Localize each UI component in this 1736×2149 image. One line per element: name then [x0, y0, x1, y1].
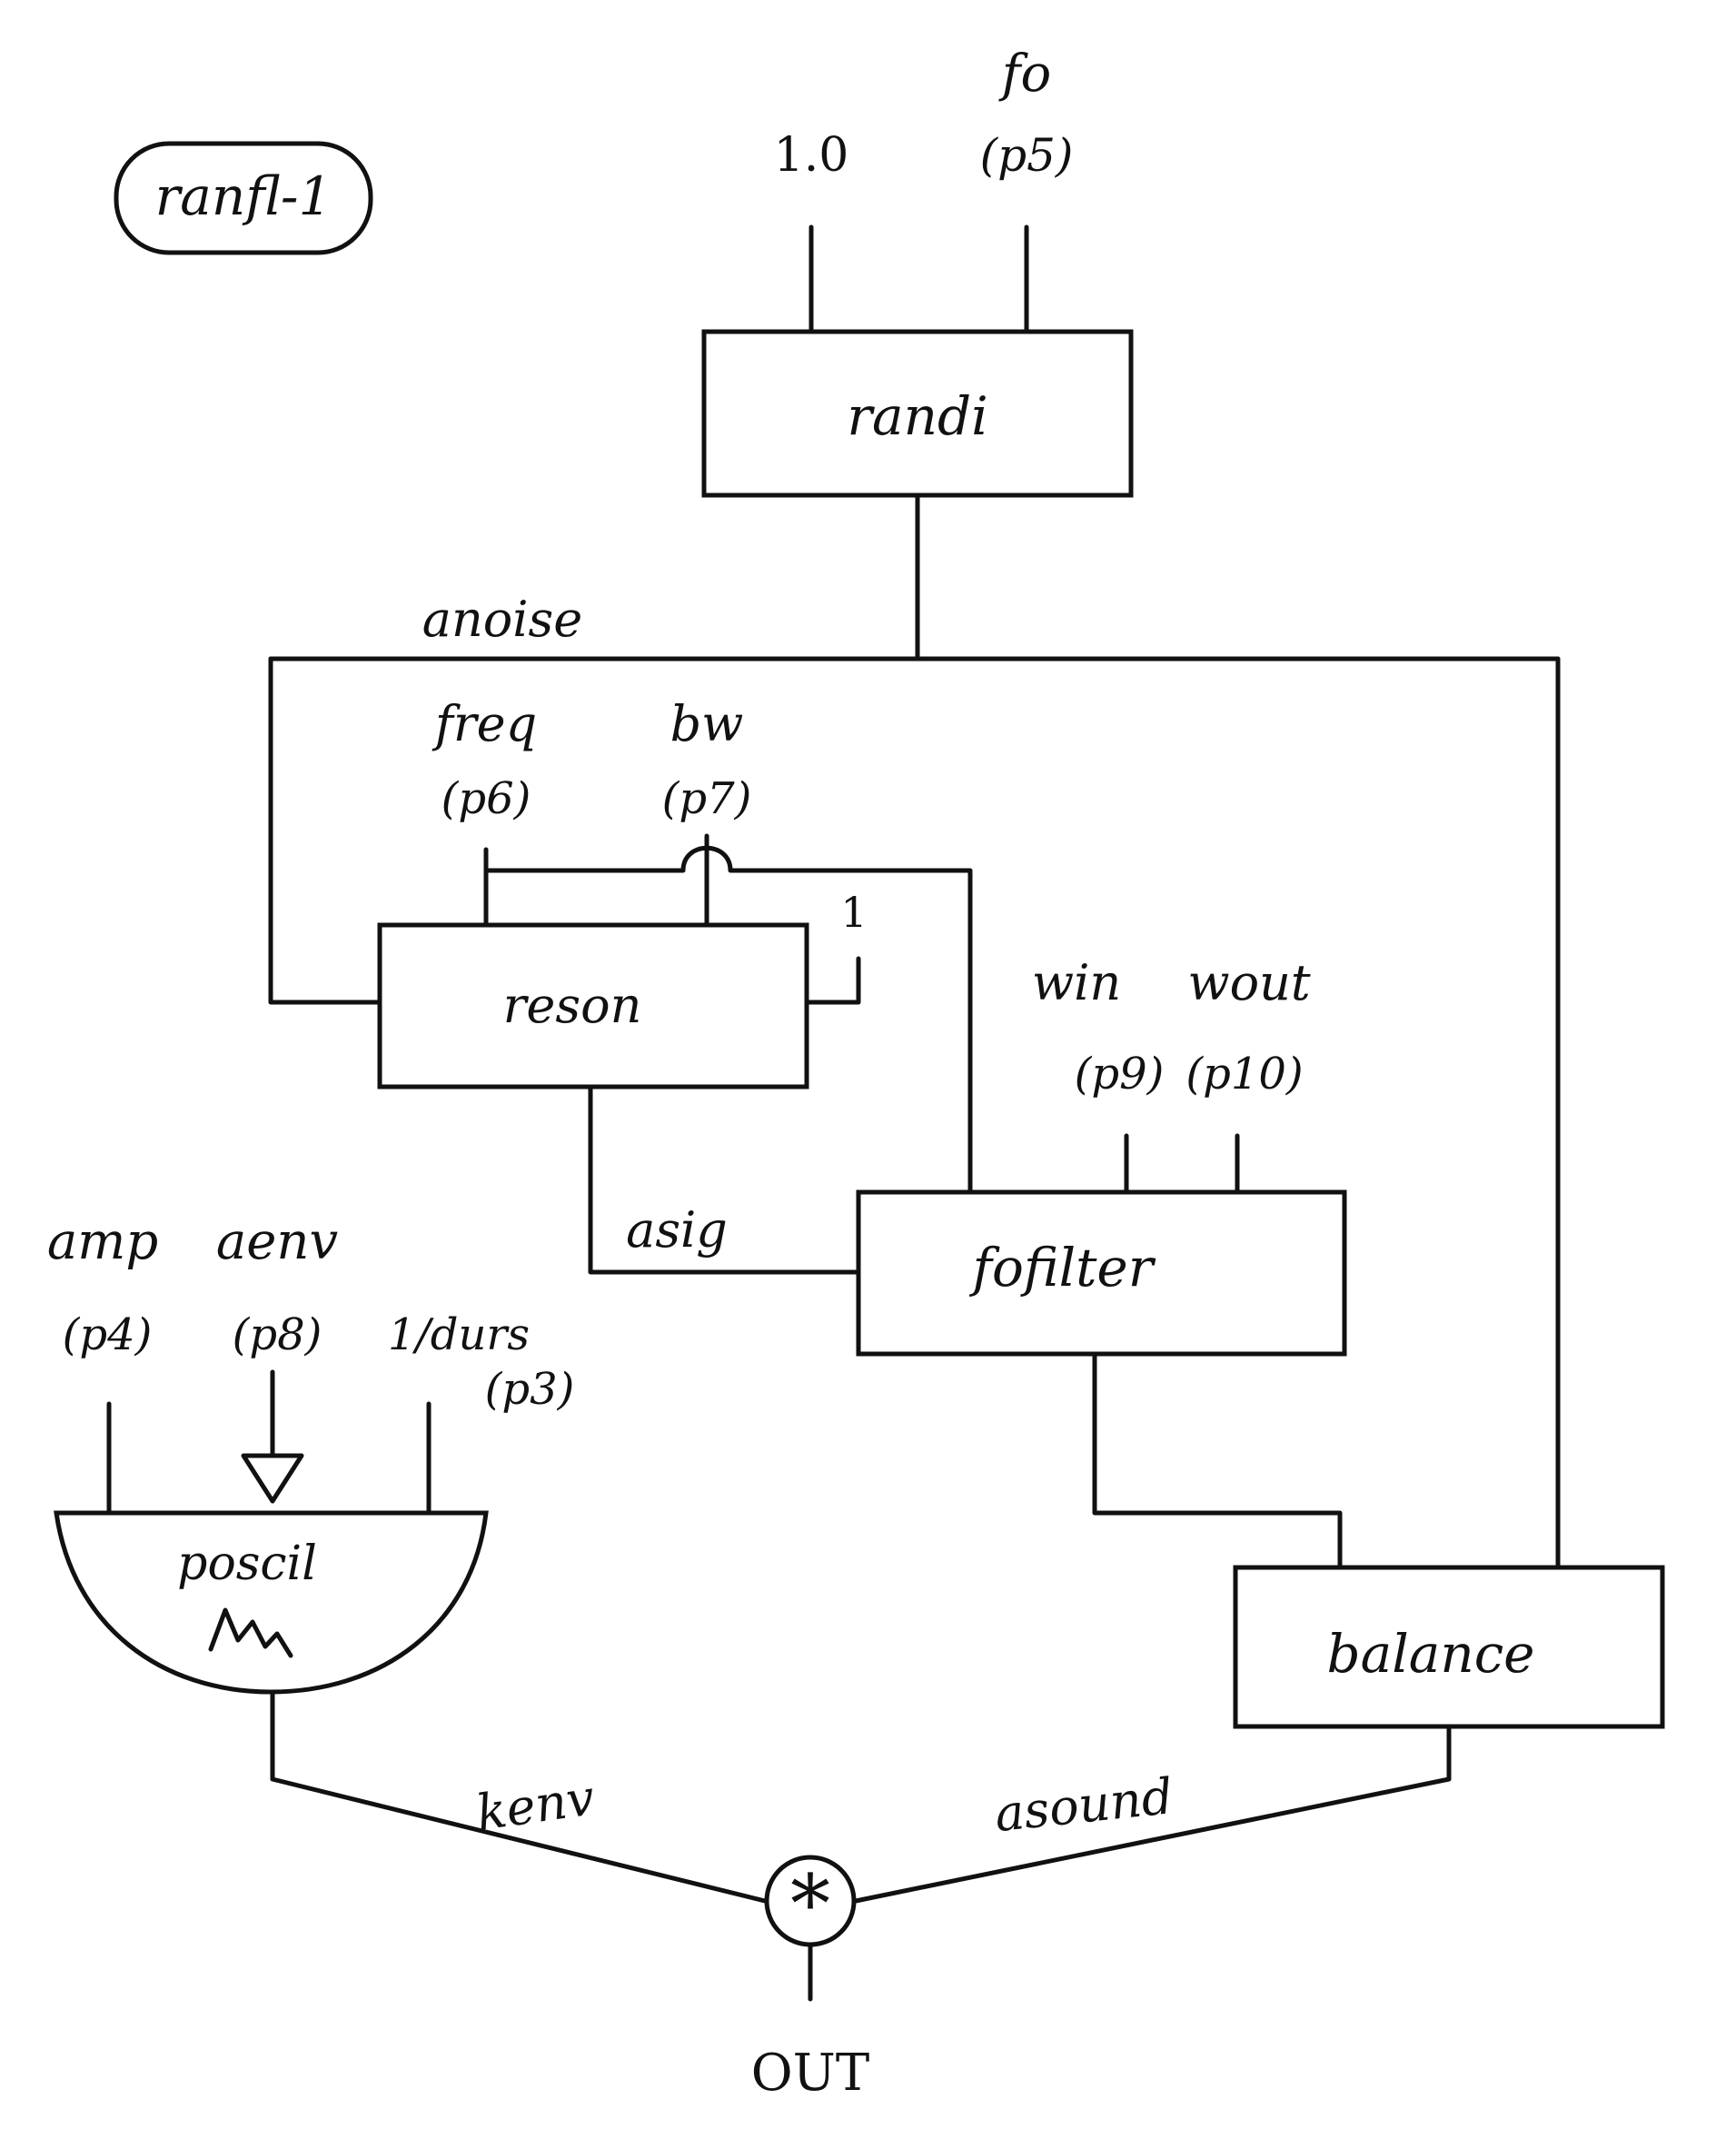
poscil-freq-name: 1/durs	[388, 1309, 530, 1360]
reson-freq-param: (p6)	[441, 773, 531, 824]
reson-box	[377, 922, 809, 1089]
randi-freq-name: fo	[998, 45, 1051, 104]
title-badge: ranfl-1	[114, 141, 373, 255]
asound-label: asound	[992, 1767, 1176, 1843]
poscil-freq-param: (p3)	[485, 1364, 575, 1415]
kenv-wire	[270, 1689, 768, 1904]
table-arrow-icon	[241, 1453, 304, 1504]
randi-box	[701, 329, 1134, 498]
randi-module: 1.0 fo (p5) randi	[701, 45, 1134, 498]
fof-wout-name: wout	[1187, 954, 1311, 1011]
anoise-bus: anoise	[268, 492, 1561, 1570]
fofilter-box	[856, 1189, 1347, 1357]
fofilter-to-balance-wire	[1092, 1351, 1343, 1570]
reson-bw-param: (p7)	[662, 773, 752, 824]
poscil-amp-param: (p4)	[63, 1309, 153, 1360]
randi-amp-label: 1.0	[774, 128, 849, 183]
poscil-aenv-param: (p8)	[233, 1309, 322, 1360]
reson-freq-name: freq	[432, 695, 537, 752]
fof-win-name: win	[1032, 954, 1121, 1011]
reson-label: reson	[503, 977, 642, 1034]
asound-wire	[853, 1724, 1452, 1904]
anoise-label: anoise	[422, 591, 582, 648]
randi-freq-param: (p5)	[980, 129, 1074, 182]
asig-label: asig	[626, 1201, 728, 1259]
reson-scale-label: 1	[840, 888, 867, 937]
reson-module: freq (p6) bw (p7) 1 reson	[377, 695, 973, 1195]
balance-label: balance	[1327, 1623, 1535, 1685]
asig-signal: asig	[588, 1084, 861, 1275]
asig-wire	[588, 1084, 861, 1275]
poscil-label: poscil	[177, 1537, 317, 1591]
poscil-module: amp (p4) aenv (p8) 1/durs (p3) poscil	[47, 1212, 575, 1695]
poscil-aenv-name: aenv	[216, 1212, 339, 1271]
anoise-to-reson-wire	[268, 656, 382, 1005]
multiply-icon: *	[790, 1857, 830, 1951]
poscil-amp-name: amp	[47, 1212, 158, 1271]
waveform-icon	[208, 1607, 293, 1658]
randi-label: randi	[847, 385, 987, 447]
freq-to-fofilter-wire	[483, 845, 973, 1195]
output-section: kenv asound * OUT	[270, 1689, 1452, 2103]
out-label: OUT	[751, 2044, 869, 2103]
balance-box	[1233, 1565, 1665, 1729]
fof-win-param: (p9)	[1075, 1049, 1165, 1099]
reson-bw-name: bw	[670, 695, 744, 752]
kenv-label: kenv	[473, 1768, 598, 1841]
fofilter-module: win wout (p9) (p10) fofilter	[856, 954, 1347, 1570]
fof-wout-param: (p10)	[1185, 1049, 1303, 1099]
title-outline	[114, 141, 373, 255]
diagram-title: ranfl-1	[155, 165, 332, 227]
balance-module: balance	[1233, 1565, 1665, 1729]
reson-scale-wire	[804, 956, 861, 1005]
fofilter-label: fofilter	[969, 1237, 1156, 1298]
